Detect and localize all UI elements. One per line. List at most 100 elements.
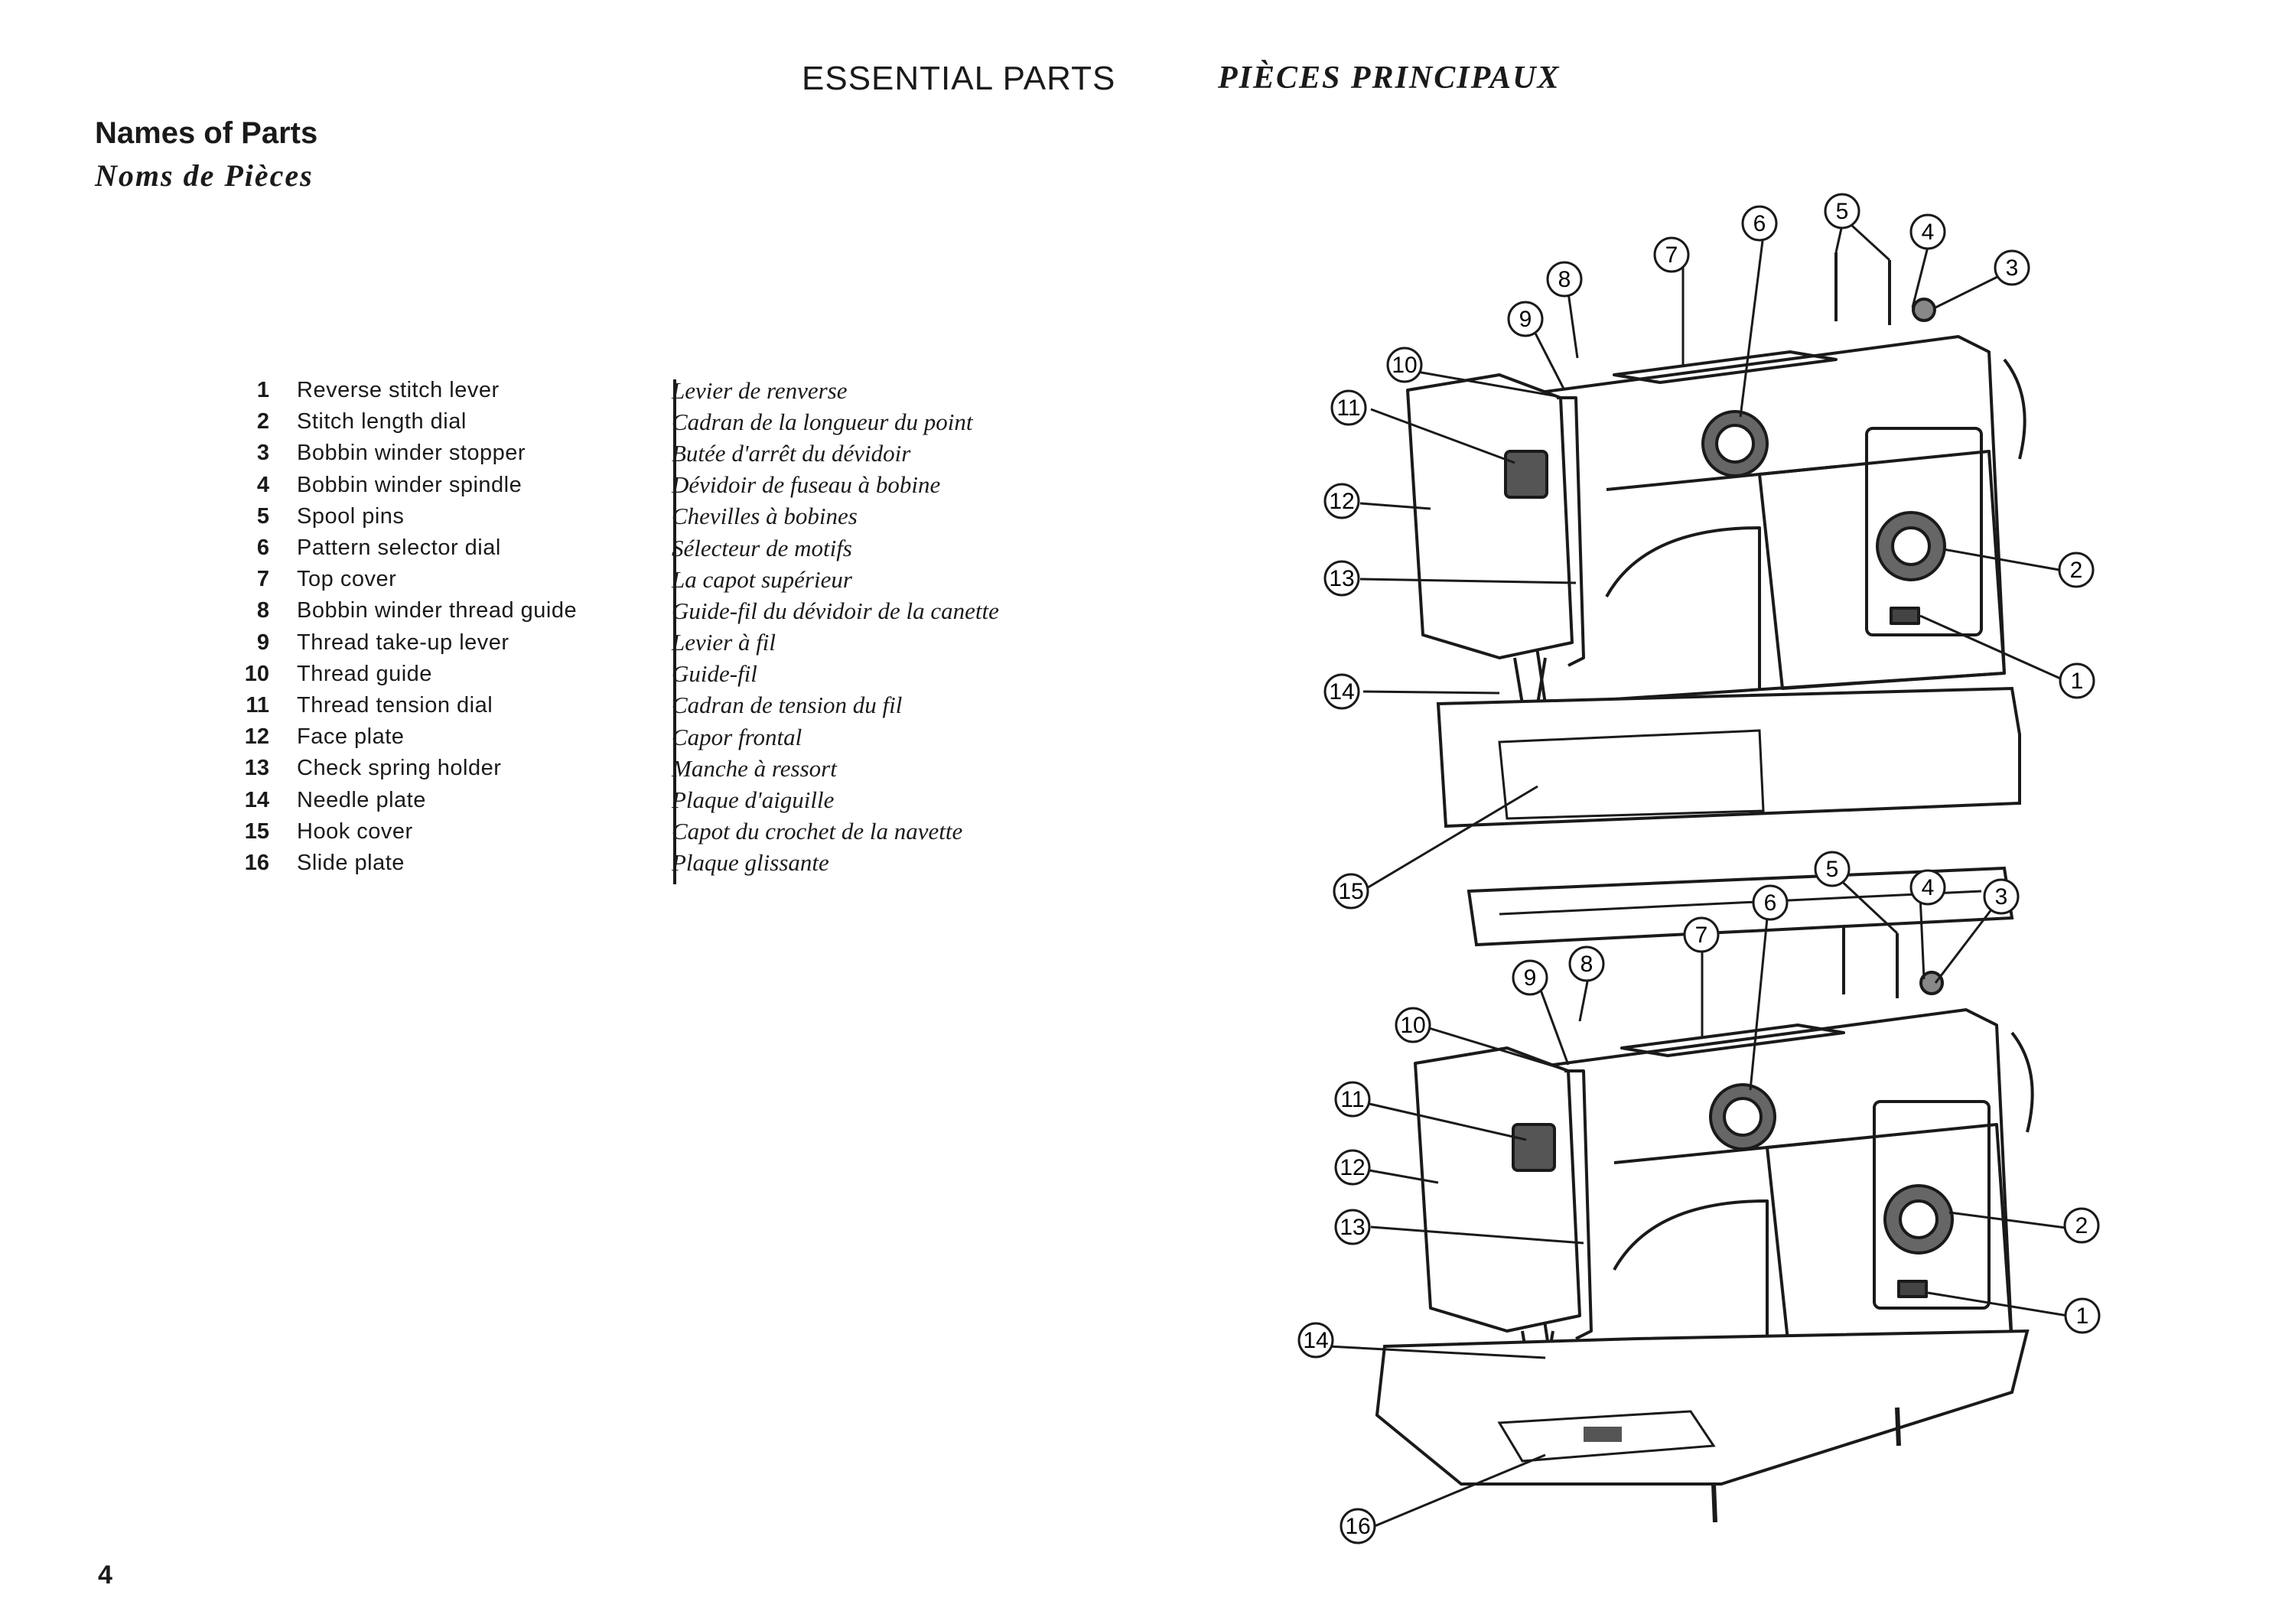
part-name-en: Slide plate (297, 850, 405, 875)
part-name-fr: Manche à ressort (672, 754, 837, 782)
part-name-en: Spool pins (297, 503, 405, 529)
callout-label: 16 (1345, 1514, 1370, 1539)
callout-label: 6 (1753, 211, 1766, 236)
callout-label: 10 (1400, 1013, 1425, 1038)
part-name-en: Stitch length dial (297, 409, 467, 434)
list-item: 16 Slide plate Plaque glissante (230, 848, 999, 879)
list-item: 12 Face plate Capor frontal (230, 721, 999, 753)
part-name-en: Thread take-up lever (297, 630, 509, 655)
part-name-fr: Cadran de la longueur du point (672, 408, 973, 435)
top-callout-circles (1323, 193, 2095, 910)
callout-label: 11 (1336, 395, 1360, 421)
part-name-en: Check spring holder (297, 756, 502, 781)
part-number: 16 (244, 850, 269, 875)
part-number: 12 (244, 724, 269, 750)
part-name-fr: Sélecteur de motifs (672, 534, 852, 561)
part-number: 10 (244, 661, 269, 686)
part-name-fr: Plaque glissante (672, 849, 829, 877)
part-number: 5 (256, 503, 269, 529)
part-name-fr: Levier de renverse (672, 376, 848, 404)
bottom-callout-circles (1297, 851, 2101, 1544)
callout-label: 2 (2070, 558, 2083, 583)
part-name-en: Bobbin winder spindle (297, 472, 522, 497)
header-title-fr: PIÈCES PRINCIPAUX (1218, 60, 1561, 96)
page-number: 4 (98, 1561, 112, 1590)
part-name-fr: La capot supérieur (672, 565, 852, 593)
callout-label: 14 (1329, 679, 1354, 705)
callout-label: 11 (1340, 1087, 1364, 1112)
part-name-en: Bobbin winder thread guide (297, 598, 578, 623)
part-number: 4 (256, 472, 269, 497)
list-item: 9 Thread take-up lever Levier à fil (230, 627, 999, 659)
top-callout-labels: 1 2 3 4 5 6 7 8 9 10 11 12 13 14 15 (1329, 199, 2083, 904)
part-number: 15 (244, 819, 269, 844)
callout-label: 6 (1764, 890, 1777, 916)
part-name-fr: Levier à fil (672, 629, 776, 656)
callout-label: 12 (1340, 1155, 1365, 1180)
callout-label: 13 (1329, 566, 1354, 591)
callout-label: 9 (1524, 965, 1537, 991)
part-name-en: Face plate (297, 724, 405, 750)
callout-label: 10 (1392, 353, 1417, 378)
part-number: 9 (256, 630, 269, 655)
callout-label: 8 (1558, 267, 1571, 292)
callout-label: 7 (1665, 242, 1678, 268)
list-item: 10 Thread guide Guide-fil (230, 659, 999, 690)
section-title-fr: Noms de Pièces (95, 158, 314, 193)
part-number: 7 (256, 567, 269, 592)
callout-label: 12 (1329, 489, 1354, 514)
part-name-en: Thread tension dial (297, 692, 493, 718)
callout-label: 5 (1836, 199, 1849, 224)
list-item: 4 Bobbin winder spindle Dévidoir de fuseau… (230, 470, 999, 501)
list-item: 3 Bobbin winder stopper Butée d'arrêt du d… (230, 438, 999, 469)
list-item: 15 Hook cover Capot du crochet de la navet… (230, 816, 999, 848)
callout-label: 4 (1922, 220, 1935, 245)
section-title-en: Names of Parts (95, 116, 318, 150)
part-name-fr: Capot du crochet de la navette (672, 818, 963, 845)
callout-label: 2 (2075, 1213, 2088, 1238)
callout-label: 4 (1922, 875, 1935, 900)
header-title-en: ESSENTIAL PARTS (802, 60, 1116, 97)
part-name-fr: Guide-fil (672, 660, 757, 688)
part-name-en: Thread guide (297, 661, 432, 686)
part-number: 2 (256, 409, 269, 434)
part-name-fr: Capor frontal (672, 723, 802, 750)
part-name-fr: Plaque d'aiguille (672, 786, 835, 814)
callout-label: 3 (1995, 884, 2008, 910)
list-item: 13 Check spring holder Manche à ressort (230, 753, 999, 784)
part-number: 14 (244, 787, 269, 812)
part-name-en: Needle plate (297, 787, 426, 812)
bottom-machine (1375, 924, 2034, 1523)
top-callouts (1359, 216, 2066, 890)
bottom-callout-labels: 1 2 3 4 5 6 7 8 9 10 11 12 13 14 16 (1303, 857, 2088, 1539)
part-name-en: Hook cover (297, 819, 413, 844)
part-number: 11 (246, 692, 269, 718)
callout-label: 1 (2071, 669, 2084, 694)
bottom-callouts (1327, 874, 2069, 1531)
part-name-fr: Butée d'arrêt du dévidoir (672, 439, 911, 467)
callout-label: 13 (1340, 1215, 1365, 1240)
column-divider (673, 379, 676, 884)
part-name-en: Bobbin winder stopper (297, 441, 526, 466)
top-machine (1406, 251, 2026, 947)
callout-label: 3 (2006, 255, 2019, 281)
callout-label: 15 (1338, 879, 1363, 904)
callout-label: 5 (1826, 857, 1839, 882)
part-number: 3 (256, 441, 269, 466)
callout-label: 1 (2076, 1303, 2089, 1329)
part-name-fr: Dévidoir de fuseau à bobine (672, 471, 941, 499)
callout-label: 7 (1695, 923, 1708, 948)
callout-label: 14 (1303, 1328, 1328, 1353)
part-number: 8 (256, 598, 269, 623)
list-item: 7 Top cover La capot supérieur (230, 564, 999, 595)
list-item: 2 Stitch length dial Cadran de la longueur… (230, 406, 999, 438)
part-name-en: Top cover (297, 567, 397, 592)
part-number: 13 (244, 756, 269, 781)
part-name-en: Pattern selector dial (297, 535, 501, 561)
